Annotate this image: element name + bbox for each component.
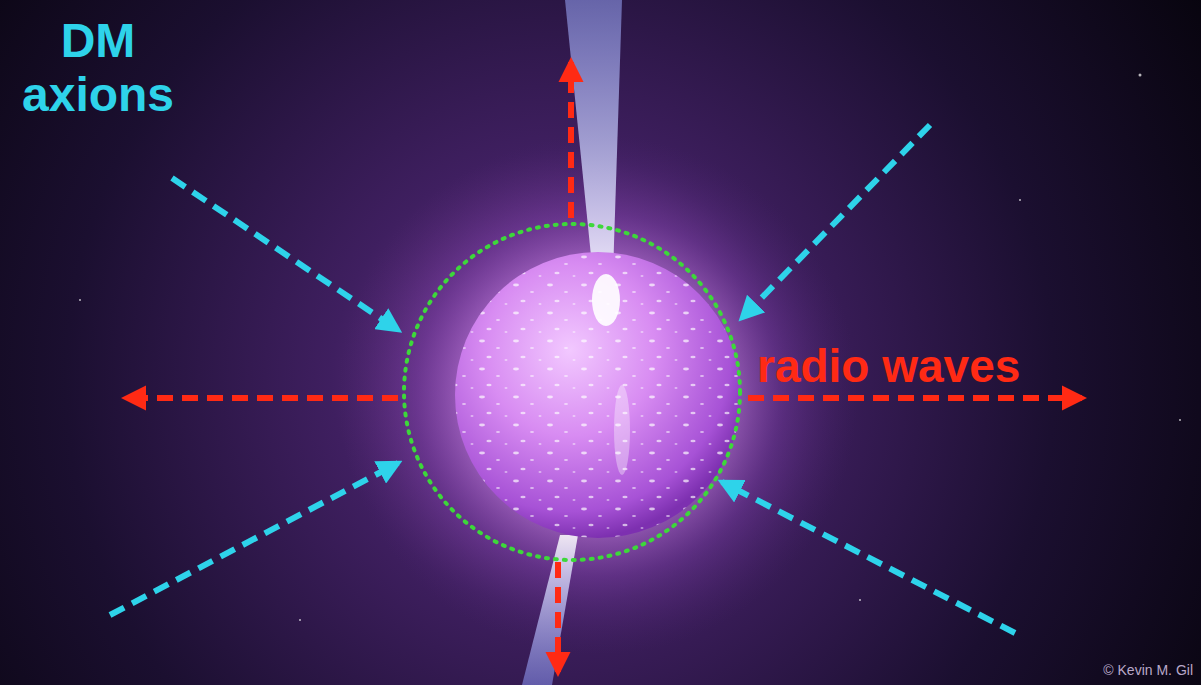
axion-label: DM axions: [22, 14, 174, 122]
watermark: © Kevin M. Gil: [1103, 663, 1193, 679]
radio-label: radio waves: [757, 341, 1020, 393]
